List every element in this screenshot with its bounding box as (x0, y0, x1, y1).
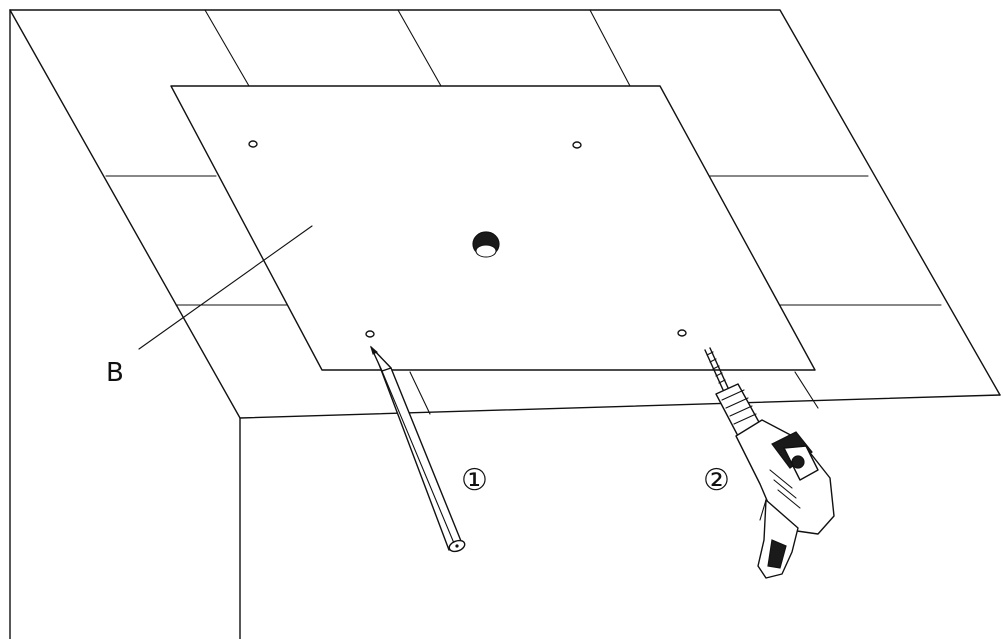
screw-hole (677, 329, 687, 337)
ceiling-tile-grid (105, 9, 942, 415)
step-1-marker: ① (461, 463, 488, 498)
screw-hole (248, 140, 258, 148)
screw-hole (365, 330, 375, 338)
label-b: B (106, 358, 124, 388)
pencil-icon (370, 345, 466, 553)
screw-hole (572, 141, 582, 149)
cable-hole (472, 231, 500, 258)
step-2-marker: ② (703, 463, 730, 498)
mounting-template (170, 85, 816, 371)
power-drill-icon (704, 347, 835, 579)
callout-b: B (106, 225, 313, 388)
